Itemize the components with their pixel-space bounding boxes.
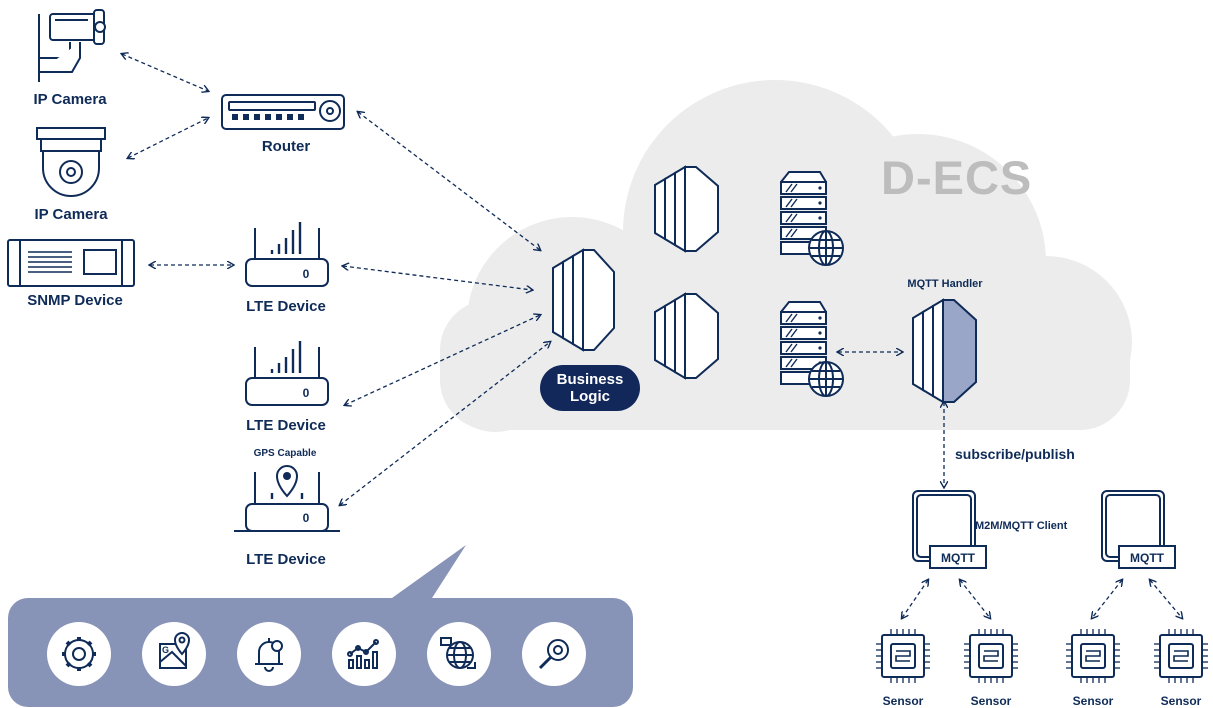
sensor-chip-icon — [876, 629, 930, 683]
link-client2-sensor4 — [1150, 580, 1182, 618]
router-label: Router — [261, 138, 311, 155]
network-button[interactable] — [427, 622, 491, 686]
snmp-device-label: SNMP Device — [27, 292, 123, 309]
ip-camera-label-2: IP Camera — [34, 206, 108, 223]
router-icon — [221, 94, 345, 130]
lte-device-label-1: LTE Device — [246, 298, 326, 315]
lte-digit-3: 0 — [302, 511, 310, 525]
database-server-icon-1 — [780, 171, 844, 266]
lte-digit-2: 0 — [302, 386, 310, 400]
database-server-icon-2 — [780, 301, 844, 397]
search-button[interactable] — [522, 622, 586, 686]
business-logic-node-icon — [552, 248, 615, 352]
gear-icon — [62, 637, 96, 671]
lte-digit-1: 0 — [302, 267, 310, 281]
lte-device-label-3: LTE Device — [246, 551, 326, 568]
business-logic-line-1: Business — [556, 371, 624, 388]
lte-device-label-2: LTE Device — [246, 417, 326, 434]
link-camera1-router — [122, 54, 208, 91]
sensor-chip-icon — [964, 629, 1018, 683]
diagram-title: D-ECS — [881, 151, 1033, 204]
mqtt-badge-2: MQTT — [1130, 551, 1164, 565]
subscribe-publish-label: subscribe/publish — [955, 446, 1075, 462]
ip-camera-dome-icon — [36, 127, 106, 197]
lte-device-icon-1 — [245, 222, 329, 287]
lte-device-icon-2 — [245, 341, 329, 406]
compute-node-icon-2 — [654, 292, 719, 380]
sensor-group — [876, 629, 1208, 683]
ip-camera-label-1: IP Camera — [33, 91, 107, 108]
link-client1-sensor1 — [902, 580, 928, 618]
link-client1-sensor2 — [960, 580, 990, 618]
alerts-button[interactable] — [237, 622, 301, 686]
lte-device-gps-icon — [234, 465, 340, 532]
sensor-label-2: Sensor — [970, 694, 1012, 708]
sensor-chip-icon — [1066, 629, 1120, 683]
sensor-label-3: Sensor — [1072, 694, 1114, 708]
mqtt-client-icon-1 — [912, 490, 987, 569]
gps-capable-label: GPS Capable — [253, 448, 317, 459]
globe-icon — [440, 637, 476, 669]
connections — [122, 54, 1182, 618]
link-camera2-router — [128, 118, 208, 158]
bell-icon — [255, 638, 283, 672]
mqtt-badge-1: MQTT — [941, 551, 975, 565]
map-button[interactable]: G — [142, 622, 206, 686]
sensor-chip-icon — [1154, 629, 1208, 683]
mqtt-handler-label: MQTT Handler — [907, 278, 983, 290]
link-router-cloud — [358, 112, 540, 250]
business-logic-line-2: Logic — [569, 388, 610, 405]
link-client2-sensor3 — [1092, 580, 1122, 618]
sensor-label-1: Sensor — [882, 694, 924, 708]
sensor-label-4: Sensor — [1160, 694, 1202, 708]
link-lte1-cloud — [343, 266, 532, 290]
analytics-button[interactable] — [332, 622, 396, 686]
compute-node-icon-1 — [654, 165, 719, 253]
m2m-client-label: M2M/MQTT Client — [975, 520, 1068, 532]
snmp-device-icon — [7, 239, 135, 287]
mqtt-handler-node-icon — [912, 298, 977, 404]
business-logic-badge: Business Logic — [540, 365, 640, 411]
settings-button[interactable] — [47, 622, 111, 686]
analytics-icon — [347, 639, 379, 669]
svg-text:G: G — [162, 645, 169, 655]
ip-camera-bullet-icon — [38, 9, 106, 82]
link-lte3-cloud — [340, 342, 550, 505]
map-pin-icon: G — [159, 632, 191, 669]
mqtt-client-icon-2 — [1101, 490, 1176, 569]
magnifier-icon — [538, 639, 569, 670]
